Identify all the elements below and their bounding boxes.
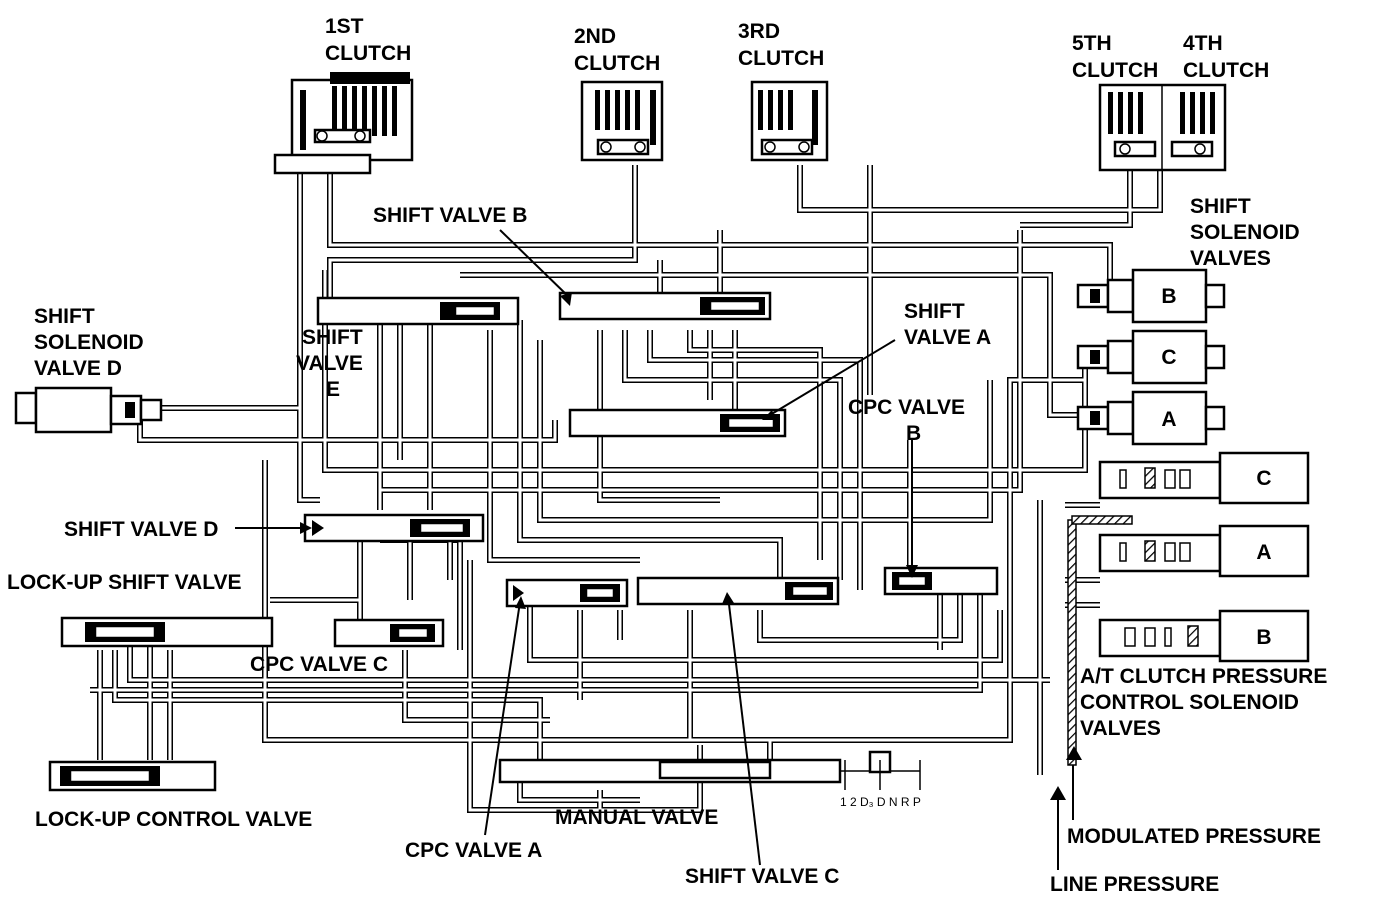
shift-valve-c-body xyxy=(636,576,840,606)
labels: 1ST CLUTCH 2ND CLUTCH 3RD CLUTCH 5TH CLU… xyxy=(7,15,1333,896)
shift-valve-e-body xyxy=(316,296,520,326)
cpc-valve-b-body xyxy=(883,566,999,596)
pressure-solenoid-a: A xyxy=(1098,524,1310,578)
shift-valve-a-body xyxy=(568,408,787,438)
label-shift-valve-c: SHIFT VALVE C xyxy=(685,865,839,888)
leader-arrows xyxy=(235,229,1082,866)
label-modulated-pressure: MODULATED PRESSURE xyxy=(1067,825,1321,848)
clutch-5th-4th xyxy=(1098,83,1227,172)
pressure-solenoid-b-letter: B xyxy=(1256,626,1271,649)
label-shift-valve-e: SHIFT VALVE E xyxy=(296,326,369,401)
pressure-control-solenoids: C A B xyxy=(1098,451,1310,663)
label-3rd-clutch: 3RD CLUTCH xyxy=(738,20,824,70)
label-2nd-clutch: 2ND CLUTCH xyxy=(574,25,660,75)
label-shift-solenoid-valve-d: SHIFT SOLENOID VALVE D xyxy=(34,305,150,380)
label-manual-valve: MANUAL VALVE xyxy=(555,806,718,829)
shift-solenoid-b-letter: B xyxy=(1161,285,1176,308)
label-shift-valve-b: SHIFT VALVE B xyxy=(373,204,527,227)
pressure-solenoid-a-letter: A xyxy=(1256,541,1271,564)
shift-solenoid-a: A xyxy=(1076,390,1226,446)
pressure-solenoid-c-letter: C xyxy=(1256,467,1271,490)
manual-valve-body xyxy=(498,750,921,790)
label-lockup-control-valve: LOCK-UP CONTROL VALVE xyxy=(35,808,312,831)
label-4th-clutch: 4TH CLUTCH xyxy=(1183,32,1269,82)
clutch-2nd xyxy=(580,80,664,162)
label-cpc-valve-a: CPC VALVE A xyxy=(405,839,542,862)
pressure-solenoid-c: C xyxy=(1098,451,1310,505)
modulated-pressure-branch xyxy=(1071,515,1133,525)
label-1st-clutch: 1ST CLUTCH xyxy=(325,15,411,65)
modulated-pressure-arrow xyxy=(1066,746,1082,760)
shift-valve-b-body xyxy=(558,291,772,321)
shift-solenoid-b: B xyxy=(1076,268,1226,324)
shift-solenoid-c: C xyxy=(1076,329,1226,385)
clutch-3rd xyxy=(750,80,829,162)
label-manual-positions: 1 2 D₃ D N R P xyxy=(840,795,921,809)
label-shift-valve-a: SHIFT VALVE A xyxy=(904,300,991,349)
passages-outer xyxy=(90,165,1163,813)
cpc-valve-a-body xyxy=(505,578,629,608)
label-line-pressure: LINE PRESSURE xyxy=(1050,873,1219,896)
label-cpc-valve-b: CPC VALVE B xyxy=(848,396,971,445)
label-at-clutch-pressure-control-solenoid-valves: A/T CLUTCH PRESSURE CONTROL SOLENOID VAL… xyxy=(1080,665,1333,740)
label-5th-clutch: 5TH CLUTCH xyxy=(1072,32,1158,82)
lockup-shift-valve-body xyxy=(60,616,274,648)
lockup-control-valve-body xyxy=(48,760,217,792)
shift-solenoid-a-letter: A xyxy=(1161,408,1176,431)
label-cpc-valve-c: CPC VALVE C xyxy=(250,653,388,676)
line-pressure-arrow xyxy=(1050,786,1066,800)
cpc-valve-c-body xyxy=(333,618,445,648)
shift-solenoid-c-letter: C xyxy=(1161,346,1176,369)
pressure-solenoid-b: B xyxy=(1098,609,1310,663)
shift-solenoid-valve-d-body xyxy=(14,386,163,434)
modulated-pressure-line xyxy=(1067,519,1077,766)
label-shift-valve-d: SHIFT VALVE D xyxy=(64,518,218,541)
label-lockup-shift-valve: LOCK-UP SHIFT VALVE xyxy=(7,571,242,594)
label-shift-solenoid-valves: SHIFT SOLENOID VALVES xyxy=(1190,195,1306,270)
shift-solenoid-valves: B C A xyxy=(1076,268,1226,446)
shift-valve-d-body xyxy=(303,513,485,543)
clutch-1st xyxy=(273,72,414,175)
